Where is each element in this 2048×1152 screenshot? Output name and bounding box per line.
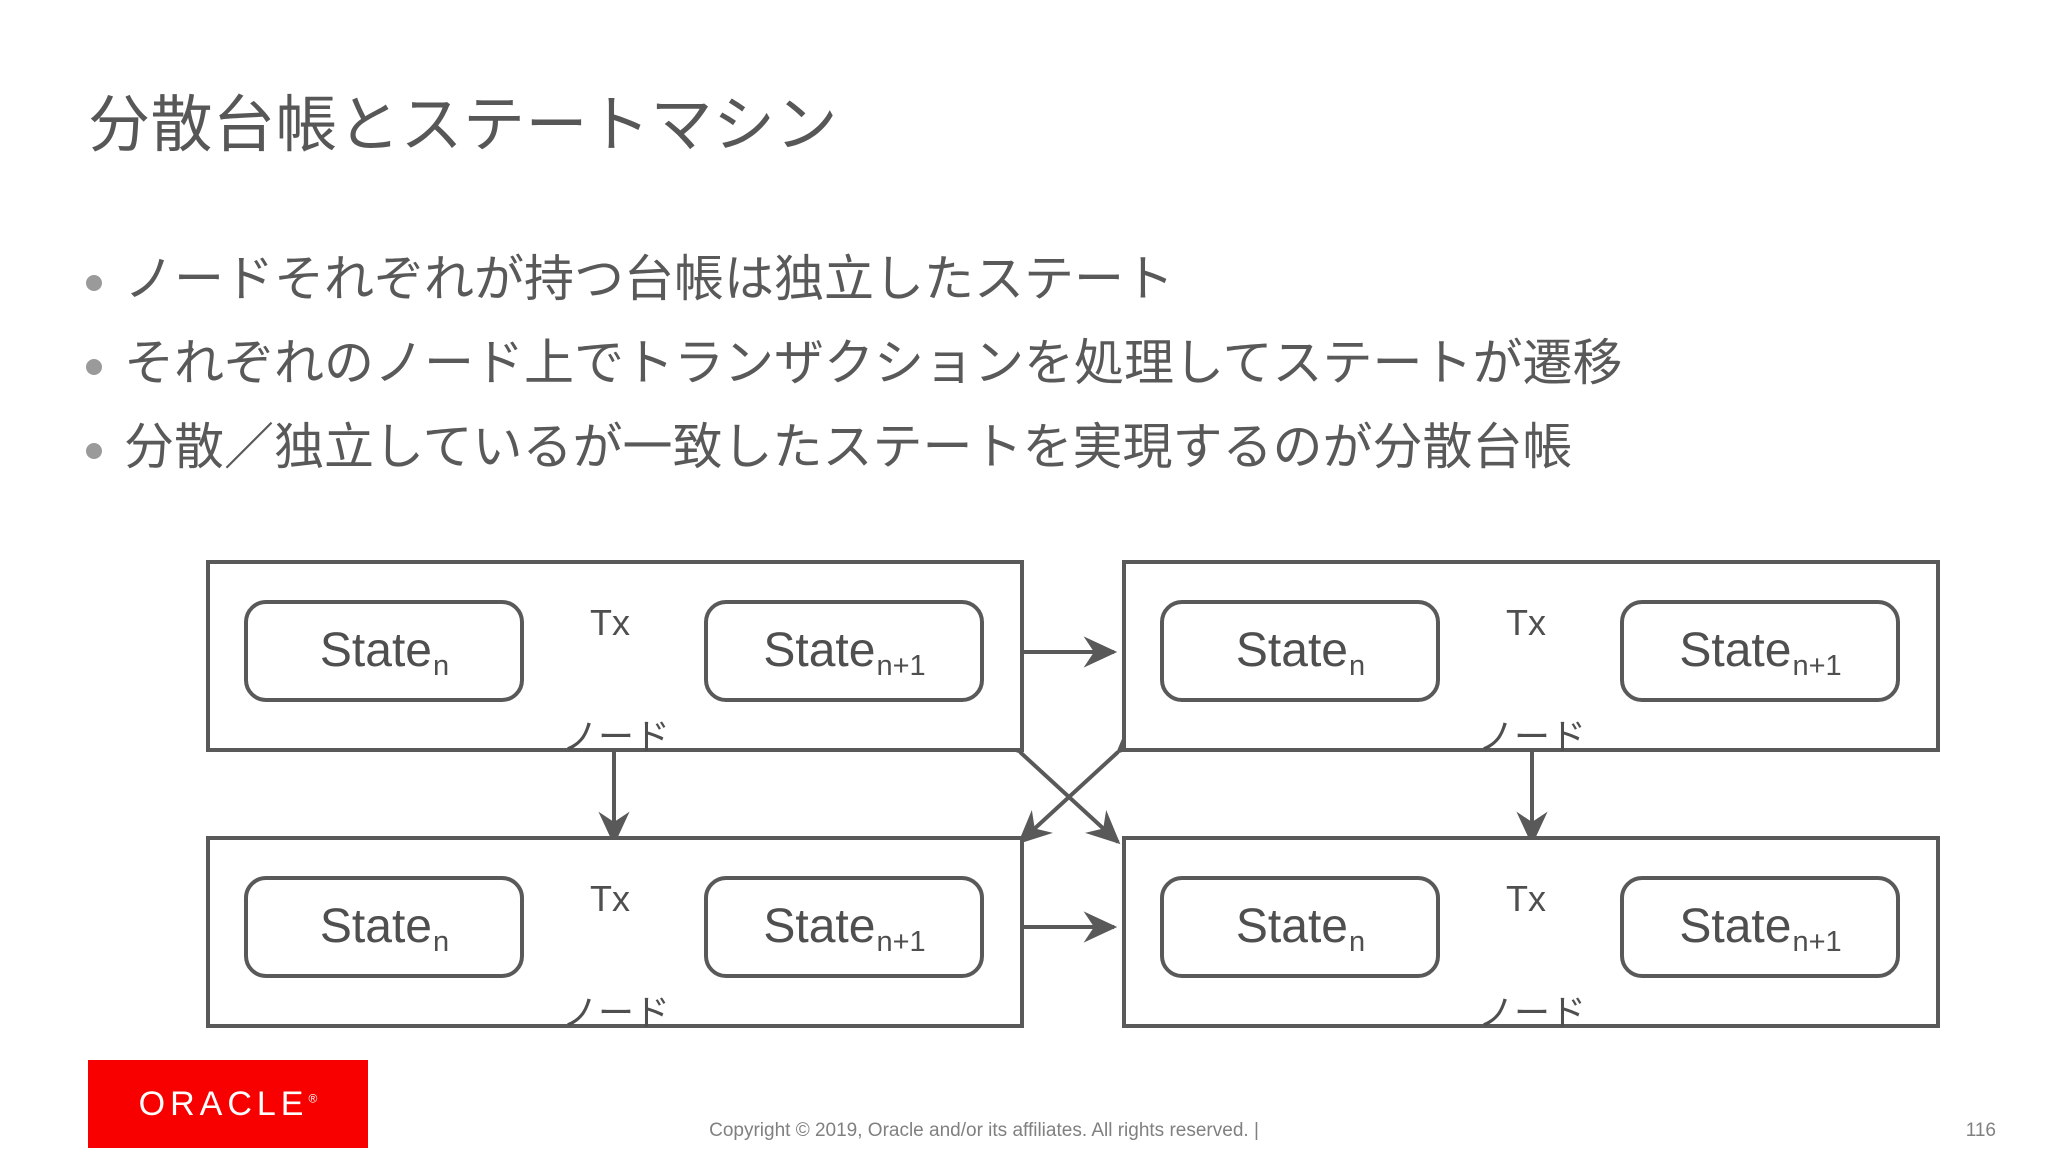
oracle-wordmark: ORACLE® [138,1084,318,1123]
node-label-top-right: ノード [1478,716,1587,757]
node-label-top-left: ノード [562,716,671,757]
state-box-current-bottom-left: Staten [244,876,524,978]
page-number: 116 [1965,1120,1996,1141]
copyright-text: Copyright © 2019, Oracle and/or its affi… [709,1120,1259,1141]
tx-label-top-right: Tx [1506,602,1546,643]
bullet-item-1: ノードそれぞれが持つ台帳は独立したステート [86,244,1966,314]
bullet-item-2: それぞれのノード上でトランザクションを処理してステートが遷移 [86,328,1966,398]
node-label-bottom-right: ノード [1478,992,1587,1033]
state-box-next-bottom-left: Staten+1 [704,876,984,978]
state-label: Staten+1 [1679,900,1842,958]
bullet-list: ノードそれぞれが持つ台帳は独立したステート それぞれのノード上でトランザクション… [86,244,1966,496]
tx-label-bottom-right: Tx [1506,878,1546,919]
distributed-ledger-diagram: Staten Staten+1 Tx ノード Staten Staten+1 T… [0,540,2048,1040]
state-label: Staten+1 [1679,624,1842,682]
bullet-dot-icon [86,443,102,459]
tx-label-top-left: Tx [590,602,630,643]
state-label: Staten [319,900,450,958]
state-box-next-top-left: Staten+1 [704,600,984,702]
state-box-current-top-right: Staten [1160,600,1440,702]
state-label: Staten+1 [763,900,926,958]
tx-label-bottom-left: Tx [590,878,630,919]
bullet-text: それぞれのノード上でトランザクションを処理してステートが遷移 [124,335,1623,391]
bullet-dot-icon [86,359,102,375]
oracle-logo: ORACLE® [88,1060,368,1148]
state-box-next-top-right: Staten+1 [1620,600,1900,702]
bullet-item-3: 分散／独立しているが一致したステートを実現するのが分散台帳 [86,412,1966,482]
node-label-bottom-left: ノード [562,992,671,1033]
bullet-text: ノードそれぞれが持つ台帳は独立したステート [124,251,1174,307]
state-label: Staten [1235,900,1366,958]
state-label: Staten+1 [763,624,926,682]
page-title: 分散台帳とステートマシン [88,91,839,160]
bullet-text: 分散／独立しているが一致したステートを実現するのが分散台帳 [124,419,1573,475]
state-box-current-bottom-right: Staten [1160,876,1440,978]
state-box-next-bottom-right: Staten+1 [1620,876,1900,978]
state-label: Staten [319,624,450,682]
bullet-dot-icon [86,275,102,291]
state-box-current-top-left: Staten [244,600,524,702]
state-label: Staten [1235,624,1366,682]
